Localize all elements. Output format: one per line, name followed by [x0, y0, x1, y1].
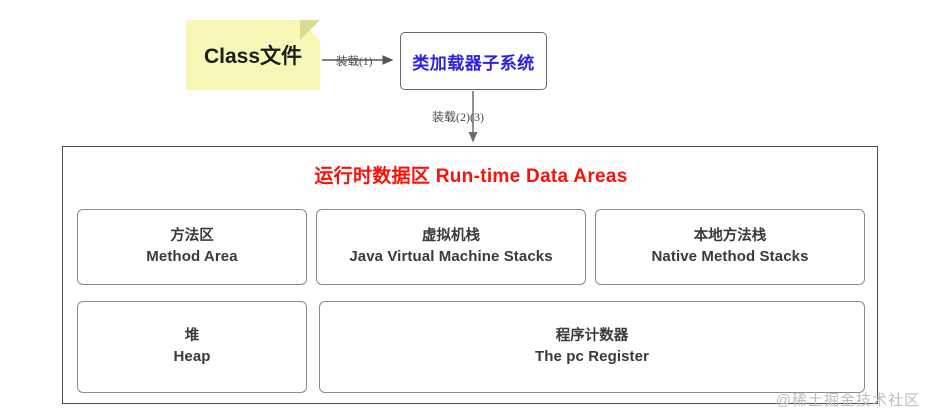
area-pc-register: 程序计数器 The pc Register: [319, 301, 865, 393]
area-heap: 堆 Heap: [77, 301, 307, 393]
area-native-method-stacks-label-cn: 本地方法栈: [693, 228, 767, 245]
area-pc-register-label-cn: 程序计数器: [555, 328, 629, 345]
area-pc-register-label-en: The pc Register: [534, 347, 650, 365]
runtime-data-areas-container: 运行时数据区 Run-time Data Areas 方法区 Method Ar…: [62, 146, 878, 404]
area-method-area-label-en: Method Area: [146, 247, 238, 265]
runtime-row-1: 方法区 Method Area 虚拟机栈 Java Virtual Machin…: [77, 209, 865, 285]
runtime-data-areas-title: 运行时数据区 Run-time Data Areas: [314, 166, 628, 187]
class-loader-subsystem-box: 类加载器子系统: [400, 32, 547, 90]
area-native-method-stacks-label-en: Native Method Stacks: [651, 247, 809, 265]
watermark: @稀土掘金技术社区: [775, 392, 920, 409]
area-heap-label-en: Heap: [173, 347, 211, 365]
area-heap-label-cn: 堆: [184, 328, 200, 345]
area-jvm-stacks: 虚拟机栈 Java Virtual Machine Stacks: [316, 209, 586, 285]
area-method-area: 方法区 Method Area: [77, 209, 307, 285]
class-file-note-label: Class文件: [203, 45, 303, 68]
area-method-area-label-cn: 方法区: [170, 228, 214, 245]
runtime-row-2: 堆 Heap 程序计数器 The pc Register: [77, 301, 865, 393]
area-jvm-stacks-label-cn: 虚拟机栈: [422, 228, 480, 245]
edge-label-load-2-3: 装载(2)(3): [432, 110, 484, 124]
area-native-method-stacks: 本地方法栈 Native Method Stacks: [595, 209, 865, 285]
note-fold-corner-icon: [300, 20, 320, 40]
class-file-note: Class文件: [186, 20, 320, 90]
area-jvm-stacks-label-en: Java Virtual Machine Stacks: [349, 247, 553, 265]
edge-label-load-1: 装载(1): [336, 56, 373, 68]
class-loader-subsystem-label: 类加载器子系统: [412, 53, 535, 73]
